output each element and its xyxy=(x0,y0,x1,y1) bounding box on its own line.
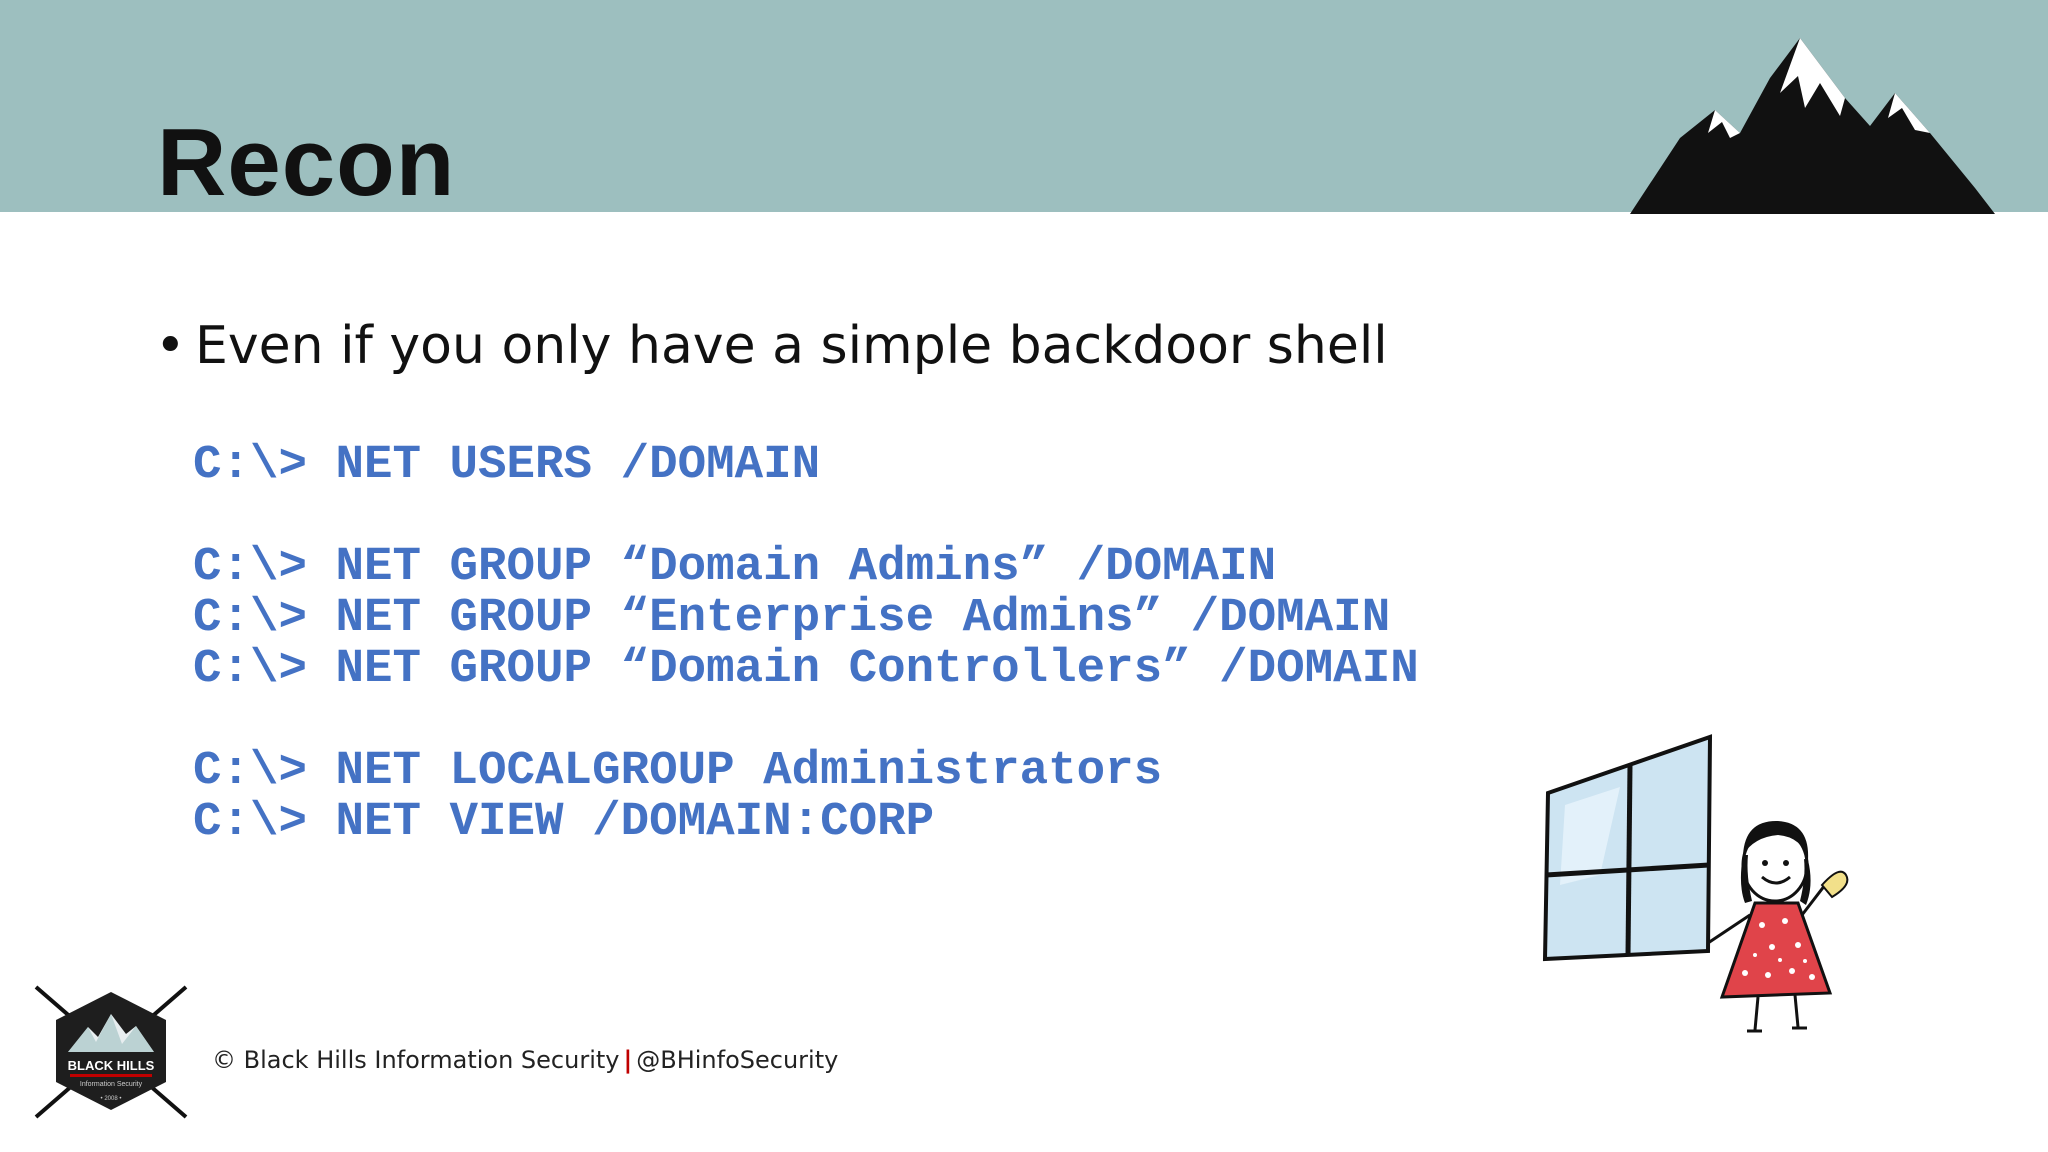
command-block: C:\> NET USERS /DOMAIN C:\> NET GROUP “Do… xyxy=(193,440,1419,848)
command-line: C:\> NET USERS /DOMAIN xyxy=(193,438,821,492)
command-line: C:\> NET GROUP “Domain Admins” /DOMAIN xyxy=(193,540,1277,594)
command-spacer xyxy=(193,695,1419,746)
command-line: C:\> NET GROUP “Domain Controllers” /DOM… xyxy=(193,642,1419,696)
footer-handle: @BHinfoSecurity xyxy=(636,1046,839,1074)
mountain-icon xyxy=(1630,38,1995,214)
slide-title: Recon xyxy=(157,109,456,216)
logo-year: • 2008 • xyxy=(101,1096,122,1102)
logo-name: BLACK HILLS xyxy=(68,1058,155,1073)
bullet-item: •Even if you only have a simple backdoor… xyxy=(155,310,1388,382)
bullet-text: Even if you only have a simple backdoor … xyxy=(195,316,1388,376)
bullet-marker: • xyxy=(155,316,186,376)
footer: © Black Hills Information Security|@BHin… xyxy=(212,1044,838,1076)
command-line: C:\> NET LOCALGROUP Administrators xyxy=(193,744,1163,798)
footer-separator: | xyxy=(623,1046,633,1074)
command-line: C:\> NET VIEW /DOMAIN:CORP xyxy=(193,795,935,849)
black-hills-logo: BLACK HILLS Information Security • 2008 … xyxy=(34,985,188,1119)
logo-subtitle: Information Security xyxy=(80,1081,143,1088)
window-girl-illustration xyxy=(1542,734,1849,1033)
command-line: C:\> NET GROUP “Enterprise Admins” /DOMA… xyxy=(193,591,1391,645)
footer-copyright: © Black Hills Information Security xyxy=(212,1046,620,1074)
command-spacer xyxy=(193,491,1419,542)
